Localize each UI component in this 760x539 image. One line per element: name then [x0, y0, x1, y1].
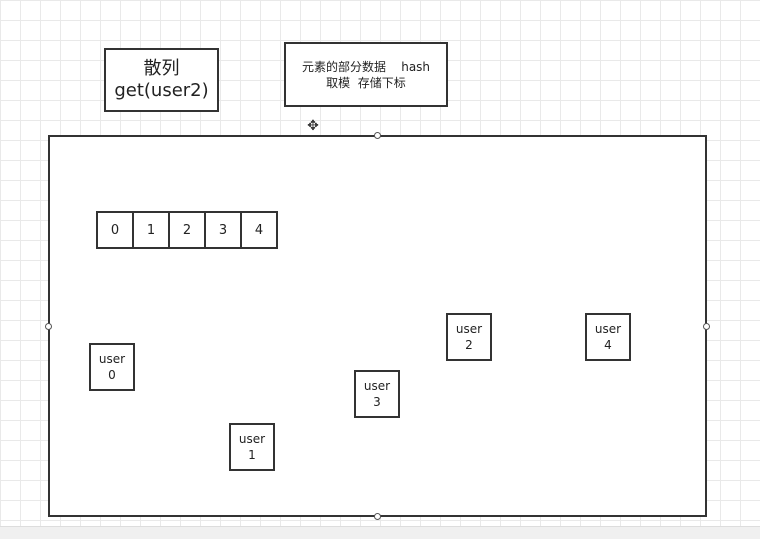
user-label: user [455, 322, 483, 336]
user-index: 1 [248, 448, 256, 462]
array-cell[interactable]: 2 [168, 211, 206, 249]
array-cell[interactable]: 0 [96, 211, 134, 249]
array-cell[interactable]: 1 [132, 211, 170, 249]
title-line-1: 散列 [143, 58, 180, 79]
user-node-1[interactable]: user 1 [229, 423, 275, 471]
move-cursor-icon: ✥ [307, 118, 319, 134]
bottom-scrollbar[interactable] [0, 526, 760, 539]
title-line-2: get(user2) [114, 80, 209, 101]
user-node-3[interactable]: user 3 [354, 370, 400, 418]
user-label: user [98, 352, 126, 366]
hash-note-box[interactable]: 元素的部分数据 hash 取模 存储下标 [284, 42, 448, 107]
array-cell[interactable]: 4 [240, 211, 278, 249]
resize-handle-right[interactable] [703, 323, 710, 330]
note-line-2: 取模 存储下标 [326, 75, 406, 90]
resize-handle-bottom[interactable] [374, 513, 381, 520]
user-index: 0 [108, 368, 116, 382]
array-cell[interactable]: 3 [204, 211, 242, 249]
user-node-4[interactable]: user 4 [585, 313, 631, 361]
title-box[interactable]: 散列 get(user2) [104, 48, 219, 112]
resize-handle-top[interactable] [374, 132, 381, 139]
user-node-2[interactable]: user 2 [446, 313, 492, 361]
user-index: 3 [373, 395, 381, 409]
user-index: 2 [465, 338, 473, 352]
resize-handle-left[interactable] [45, 323, 52, 330]
note-line-1: 元素的部分数据 hash [301, 59, 431, 74]
user-label: user [594, 322, 622, 336]
user-node-0[interactable]: user 0 [89, 343, 135, 391]
user-index: 4 [604, 338, 612, 352]
user-label: user [238, 432, 266, 446]
hash-array: 0 1 2 3 4 [96, 211, 278, 249]
user-label: user [363, 379, 391, 393]
